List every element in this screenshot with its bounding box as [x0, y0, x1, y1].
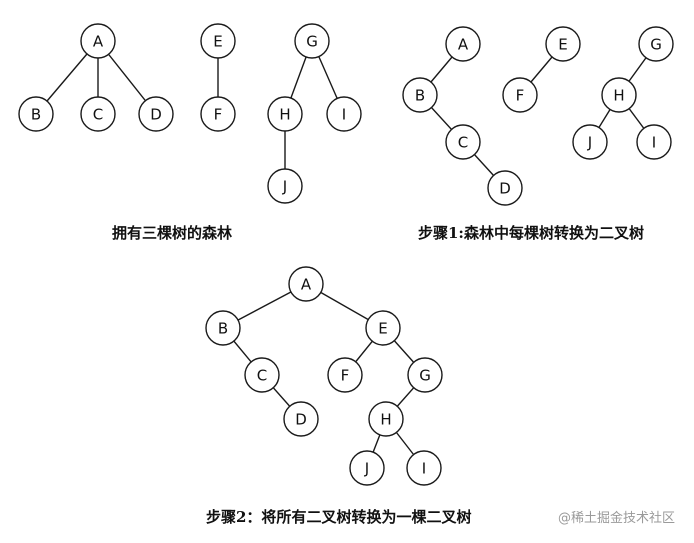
- node-label-E: E: [378, 320, 387, 338]
- node-H: [368, 401, 404, 437]
- node-E: [200, 23, 236, 59]
- watermark: @稀土掘金技术社区: [558, 511, 676, 526]
- node-E: [545, 26, 581, 62]
- node-I: [326, 96, 362, 132]
- node-D: [283, 401, 319, 437]
- node-label-J: J: [587, 134, 592, 152]
- node-C: [244, 357, 280, 393]
- node-label-H: H: [279, 106, 290, 124]
- node-label-I: I: [652, 134, 656, 152]
- node-F: [327, 357, 363, 393]
- node-label-C: C: [93, 106, 103, 124]
- node-F: [502, 77, 538, 113]
- node-C: [80, 96, 116, 132]
- node-A: [288, 266, 324, 302]
- node-label-J: J: [364, 460, 369, 478]
- node-label-D: D: [499, 180, 511, 198]
- node-label-F: F: [214, 106, 223, 124]
- node-I: [636, 124, 672, 160]
- node-A: [445, 26, 481, 62]
- node-label-C: C: [458, 134, 468, 152]
- node-label-J: J: [282, 178, 287, 196]
- node-I: [406, 450, 442, 486]
- node-H: [267, 96, 303, 132]
- node-B: [18, 96, 54, 132]
- node-label-D: D: [295, 411, 307, 429]
- node-G: [294, 23, 330, 59]
- node-J: [349, 450, 385, 486]
- node-E: [365, 310, 401, 346]
- node-D: [138, 96, 174, 132]
- node-H: [601, 77, 637, 113]
- node-label-G: G: [650, 36, 662, 54]
- node-D: [487, 170, 523, 206]
- diagram-step2: A B C D E F G H J I: [205, 266, 443, 486]
- node-J: [267, 168, 303, 204]
- node-label-H: H: [613, 87, 624, 105]
- node-label-A: A: [458, 36, 469, 54]
- node-label-B: B: [31, 106, 41, 124]
- caption-forest: 拥有三棵树的森林: [112, 224, 233, 242]
- caption-step2: 步骤2：将所有二叉树转换为一棵二叉树: [206, 508, 472, 526]
- node-G: [407, 357, 443, 393]
- node-C: [445, 124, 481, 160]
- node-F: [200, 96, 236, 132]
- node-label-I: I: [422, 460, 426, 478]
- node-label-F: F: [341, 367, 350, 385]
- diagram-step1: A B C D E F G H J I: [402, 26, 674, 206]
- diagram-forest: A B C D E F G H I J: [18, 23, 362, 204]
- node-A: [80, 23, 116, 59]
- node-label-F: F: [516, 87, 525, 105]
- node-label-E: E: [213, 33, 222, 51]
- node-label-H: H: [380, 411, 391, 429]
- node-label-A: A: [301, 276, 312, 294]
- node-label-I: I: [342, 106, 346, 124]
- node-label-E: E: [558, 36, 567, 54]
- node-B: [205, 310, 241, 346]
- node-label-B: B: [415, 87, 425, 105]
- caption-step1: 步骤1:森林中每棵树转换为二叉树: [418, 224, 644, 242]
- node-B: [402, 77, 438, 113]
- node-label-G: G: [419, 367, 431, 385]
- node-label-A: A: [93, 33, 104, 51]
- node-label-D: D: [150, 106, 162, 124]
- node-J: [572, 124, 608, 160]
- node-label-C: C: [257, 367, 267, 385]
- node-label-B: B: [218, 320, 228, 338]
- node-G: [638, 26, 674, 62]
- node-label-G: G: [306, 33, 318, 51]
